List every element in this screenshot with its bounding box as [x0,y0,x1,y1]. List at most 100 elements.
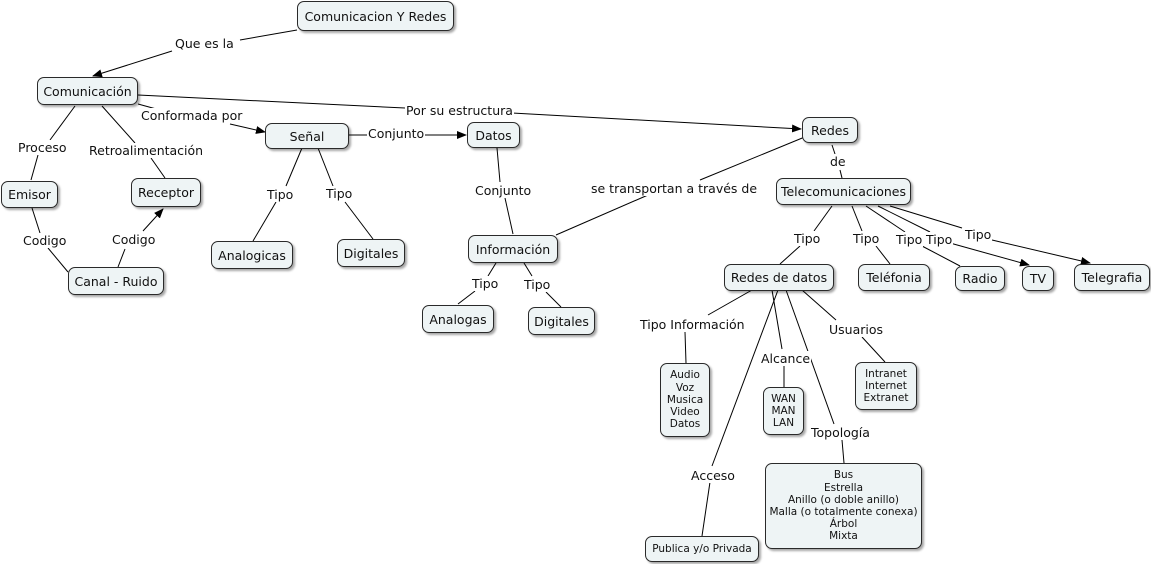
link-usuarios-list [861,336,886,363]
link-proceso-emisor [30,154,39,181]
link-acceso-publica [701,481,711,537]
link-senal-tipo1 [285,147,303,187]
node-digitales-info[interactable]: Digitales [528,307,595,335]
link-tipo1-analogas [457,290,476,305]
node-comunicacion[interactable]: Comunicación [37,77,138,105]
label-topologia: Topología [810,425,871,440]
link-datos-conjunto [496,147,501,183]
node-telegrafia[interactable]: Telegrafia [1074,264,1150,291]
link-com-retro [101,105,136,144]
link-de-telecom [839,169,843,179]
label-tipo-tel-4: Tipo [925,232,954,247]
link-tipo3-radio [921,245,961,267]
node-radio[interactable]: Radio [955,266,1005,291]
link-info-transportan [555,194,649,236]
link-canal-codigo [117,248,126,268]
link-root-quees [239,29,298,41]
link-rd-alcance [771,289,783,350]
link-tipo5-telegrafia [991,239,1091,265]
link-emisor-codigo [31,207,41,234]
link-telecom-tipo1 [813,205,833,232]
link-com-proceso [49,105,76,141]
label-acceso: Acceso [690,468,736,483]
node-informacion[interactable]: Información [468,235,558,263]
label-tipo-tel-5: Tipo [964,227,993,242]
link-telecom-tipo2 [851,205,863,232]
label-tipo-tel-2: Tipo [852,231,881,246]
label-alcance: Alcance [760,351,812,366]
node-topologia-list[interactable]: Bus Estrella Anillo (o doble anillo) Mal… [765,463,922,549]
link-tipo4-tv [949,242,1030,267]
link-codigo-canal [47,247,69,273]
node-comunicacion-y-redes[interactable]: Comunicacion Y Redes [297,1,454,31]
label-tipo-senal-1: Tipo [266,187,295,202]
node-telefonia[interactable]: Teléfonia [858,264,930,291]
node-telecomunicaciones[interactable]: Telecomunicaciones [776,178,911,205]
label-usuarios: Usuarios [828,322,885,337]
link-telecom-tipo5 [889,205,963,229]
label-por-su-estructura: Por su estructura [405,103,514,118]
link-tipo1-redesdatos [779,245,801,265]
link-senal-tipo2 [317,147,334,187]
node-canal-ruido[interactable]: Canal - Ruido [68,267,164,295]
link-rd-usuarios [801,289,837,321]
link-rd-tipoinfo [707,289,753,316]
node-emisor[interactable]: Emisor [1,181,58,208]
link-rd-acceso [711,289,779,467]
label-tipo-informacion: Tipo Información [639,317,746,332]
label-tipo-tel-1: Tipo [793,231,822,246]
label-proceso: Proceso [17,140,68,155]
node-digitales-senal[interactable]: Digitales [337,239,405,267]
link-conformada-senal [229,123,266,134]
label-que-es-la: Que es la [174,36,235,51]
label-tipo-tel-3: Tipo [895,232,924,247]
link-quees-comunicacion [92,50,173,78]
node-tv[interactable]: TV [1022,266,1054,291]
label-retroalimentacion: Retroalimentación [88,143,205,158]
link-estructura-redes [511,112,802,133]
label-codigo-right: Codigo [111,232,157,247]
link-telecom-tipo3 [865,205,906,233]
link-retro-receptor [150,157,166,179]
node-alcance-list[interactable]: WAN MAN LAN [763,387,804,435]
node-analogas[interactable]: Analogas [422,305,494,333]
link-tipoinfo-list [684,331,687,364]
label-conjunto-senal: Conjunto [367,126,426,141]
topologia-items: Bus Estrella Anillo (o doble anillo) Mal… [769,469,918,543]
node-redes[interactable]: Redes [802,117,858,143]
node-redes-de-datos[interactable]: Redes de datos [724,264,834,291]
link-tipo2-digitales-info [545,291,562,308]
link-com-estructura [137,94,406,109]
link-tipo2-digitales [344,201,374,240]
link-tipo2-telefonia [875,245,891,265]
node-publica-privada[interactable]: Publica y/o Privada [645,536,759,562]
label-tipo-senal-2: Tipo [325,186,354,201]
alcance-items: WAN MAN LAN [771,392,796,430]
link-info-tipo1 [487,262,497,277]
node-tipo-info-list[interactable]: Audio Voz Musica Video Datos [660,363,710,437]
link-redes-de [831,144,836,155]
label-tipo-info-2: Tipo [523,277,552,292]
label-codigo-left: Codigo [22,233,68,248]
node-senal[interactable]: Señal [265,123,349,149]
tipo-info-items: Audio Voz Musica Video Datos [666,369,704,431]
link-info-tipo2 [523,262,533,277]
link-topologia-list [841,439,845,464]
link-conjunto-informacion [504,197,514,235]
link-telecom-tipo4 [877,205,931,233]
link-transportan-redes [699,133,813,181]
label-de: de [829,154,847,169]
node-usuarios-list[interactable]: Intranet Internet Extranet [855,362,917,410]
link-codigo-receptor [142,208,164,232]
node-analogicas[interactable]: Analogicas [211,241,293,269]
label-conjunto-datos: Conjunto [474,183,533,198]
usuarios-items: Intranet Internet Extranet [863,367,909,405]
label-conformada-por: Conformada por [140,108,244,123]
label-se-transportan: se transportan a través de [590,181,759,196]
link-tipo1-analogicas [252,201,277,242]
label-tipo-info-1: Tipo [471,276,500,291]
node-datos[interactable]: Datos [467,122,520,148]
node-receptor[interactable]: Receptor [131,178,201,207]
